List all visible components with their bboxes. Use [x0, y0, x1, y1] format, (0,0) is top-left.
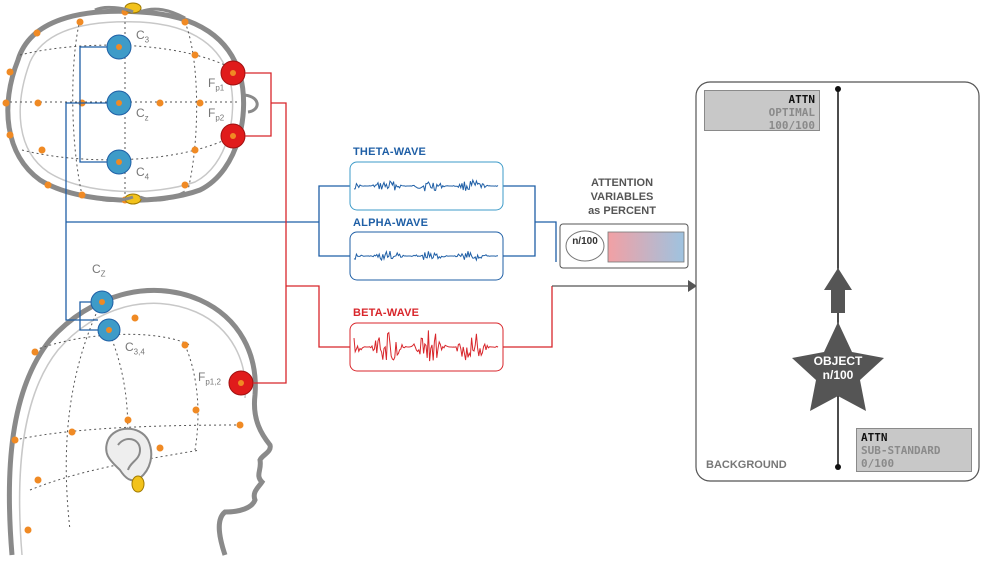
attention-variables-title: ATTENTION VARIABLES as PERCENT [556, 176, 688, 218]
label-fp1: Fp1 [208, 76, 225, 93]
attn-optimal-line1: OPTIMAL [768, 106, 815, 119]
background-label: BACKGROUND [706, 459, 787, 471]
label-c3: C3 [136, 28, 150, 45]
label-fp12: Fp1,2 [198, 370, 221, 387]
attn-substandard-head: ATTN [861, 431, 888, 444]
alpha-wave-box [349, 231, 504, 281]
electrode-c3 [106, 34, 132, 60]
meter-n100-label: n/100 [572, 236, 598, 247]
red-wiring [245, 72, 553, 384]
side-head-outline [6, 287, 273, 556]
object-label-line2: n/100 [822, 368, 854, 382]
ground-electrode-ear [131, 475, 145, 493]
electrode-c34 [97, 318, 121, 342]
electrode-fp12 [228, 370, 254, 396]
electrode-cz-side [90, 290, 114, 314]
attn-optimal-badge: ATTN OPTIMAL 100/100 [704, 90, 820, 132]
electrode-cz [106, 90, 132, 116]
label-c4: C4 [136, 165, 150, 182]
side-head-view [6, 287, 273, 556]
alpha-wave-label: ALPHA-WAVE [353, 217, 429, 229]
attention-title-line3: as PERCENT [588, 205, 656, 217]
up-arrow-icon [824, 268, 852, 313]
output-arrowhead [688, 280, 697, 292]
attn-substandard-line1: SUB-STANDARD [861, 444, 941, 457]
attention-title-line1: ATTENTION [590, 177, 654, 189]
label-fp2: Fp2 [208, 106, 225, 123]
attn-optimal-head: ATTN [788, 93, 816, 106]
attn-optimal-line2: 100/100 [768, 119, 815, 132]
blue-wiring [65, 46, 557, 331]
object-star-icon [792, 322, 884, 411]
beta-waveform [353, 330, 499, 362]
side-head-dots [11, 314, 244, 534]
attn-substandard-line2: 0/100 [861, 457, 895, 470]
label-cz-side: CZ [92, 262, 106, 279]
electrode-fp1 [220, 60, 246, 86]
object-label-line1: OBJECT [813, 354, 863, 368]
label-cz: Cz [136, 106, 149, 123]
label-c34: C3,4 [125, 340, 145, 357]
theta-waveform [353, 178, 499, 192]
beta-wave-label: BETA-WAVE [353, 307, 420, 319]
theta-wave-label: THETA-WAVE [353, 146, 427, 158]
top-head-view [2, 2, 259, 205]
side-head-outline-inner [18, 302, 247, 556]
electrode-c4 [106, 149, 132, 175]
attention-meter-gradient [607, 231, 685, 263]
attention-title-line2: VARIABLES [590, 191, 654, 203]
theta-wave-box [349, 161, 504, 211]
attn-substandard-badge: ATTN SUB-STANDARD 0/100 [856, 428, 972, 472]
electrode-fp2 [220, 123, 246, 149]
alpha-waveform [353, 250, 499, 262]
meter-n100-oval [565, 230, 605, 262]
ear [105, 427, 153, 482]
object-star-label: OBJECT n/100 [794, 354, 882, 382]
